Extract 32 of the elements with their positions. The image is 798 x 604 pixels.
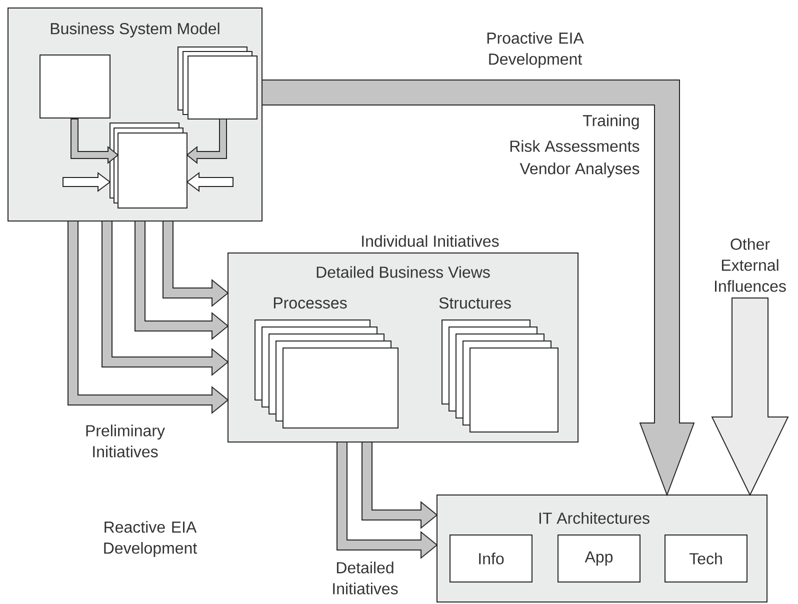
block-arrow bbox=[62, 172, 111, 192]
annotation: Proactive EIA Development bbox=[487, 32, 584, 68]
annotation: Vendor Analyses bbox=[520, 162, 640, 178]
panel-title: Detailed Business Views bbox=[316, 266, 490, 278]
annotation: Training bbox=[582, 114, 639, 130]
block-arrow bbox=[102, 220, 229, 376]
document-stack bbox=[110, 122, 188, 208]
block-arrow bbox=[186, 118, 227, 164]
group-label: Individual Initiatives bbox=[362, 235, 499, 247]
block-arrow bbox=[711, 298, 789, 496]
document-stack bbox=[178, 46, 258, 120]
block-arrow bbox=[362, 442, 438, 530]
panel-title: IT Architectures bbox=[539, 512, 650, 524]
block-arrow bbox=[162, 220, 229, 308]
block-arrow bbox=[186, 172, 234, 192]
annotation: Reactive EIA Development bbox=[104, 521, 197, 557]
document-box bbox=[40, 54, 110, 118]
block-arrow bbox=[262, 80, 695, 496]
block-arrow bbox=[68, 220, 229, 414]
stack-title: Processes bbox=[274, 297, 347, 309]
influence-label: Other External Influences bbox=[715, 238, 786, 292]
annotation: Preliminary Initiatives bbox=[86, 424, 165, 458]
annotation: Detailed Initiatives bbox=[333, 562, 398, 594]
stack-title: Structures bbox=[439, 297, 511, 309]
panel-title: Business System Model bbox=[50, 22, 220, 38]
block-arrow bbox=[70, 118, 119, 164]
architecture-box: Info bbox=[450, 534, 532, 582]
block-arrow bbox=[134, 220, 229, 340]
block-arrow bbox=[336, 442, 438, 560]
annotation: Risk Assessments bbox=[510, 140, 640, 152]
architecture-box: App bbox=[558, 534, 640, 582]
architecture-box: Tech bbox=[664, 534, 748, 582]
